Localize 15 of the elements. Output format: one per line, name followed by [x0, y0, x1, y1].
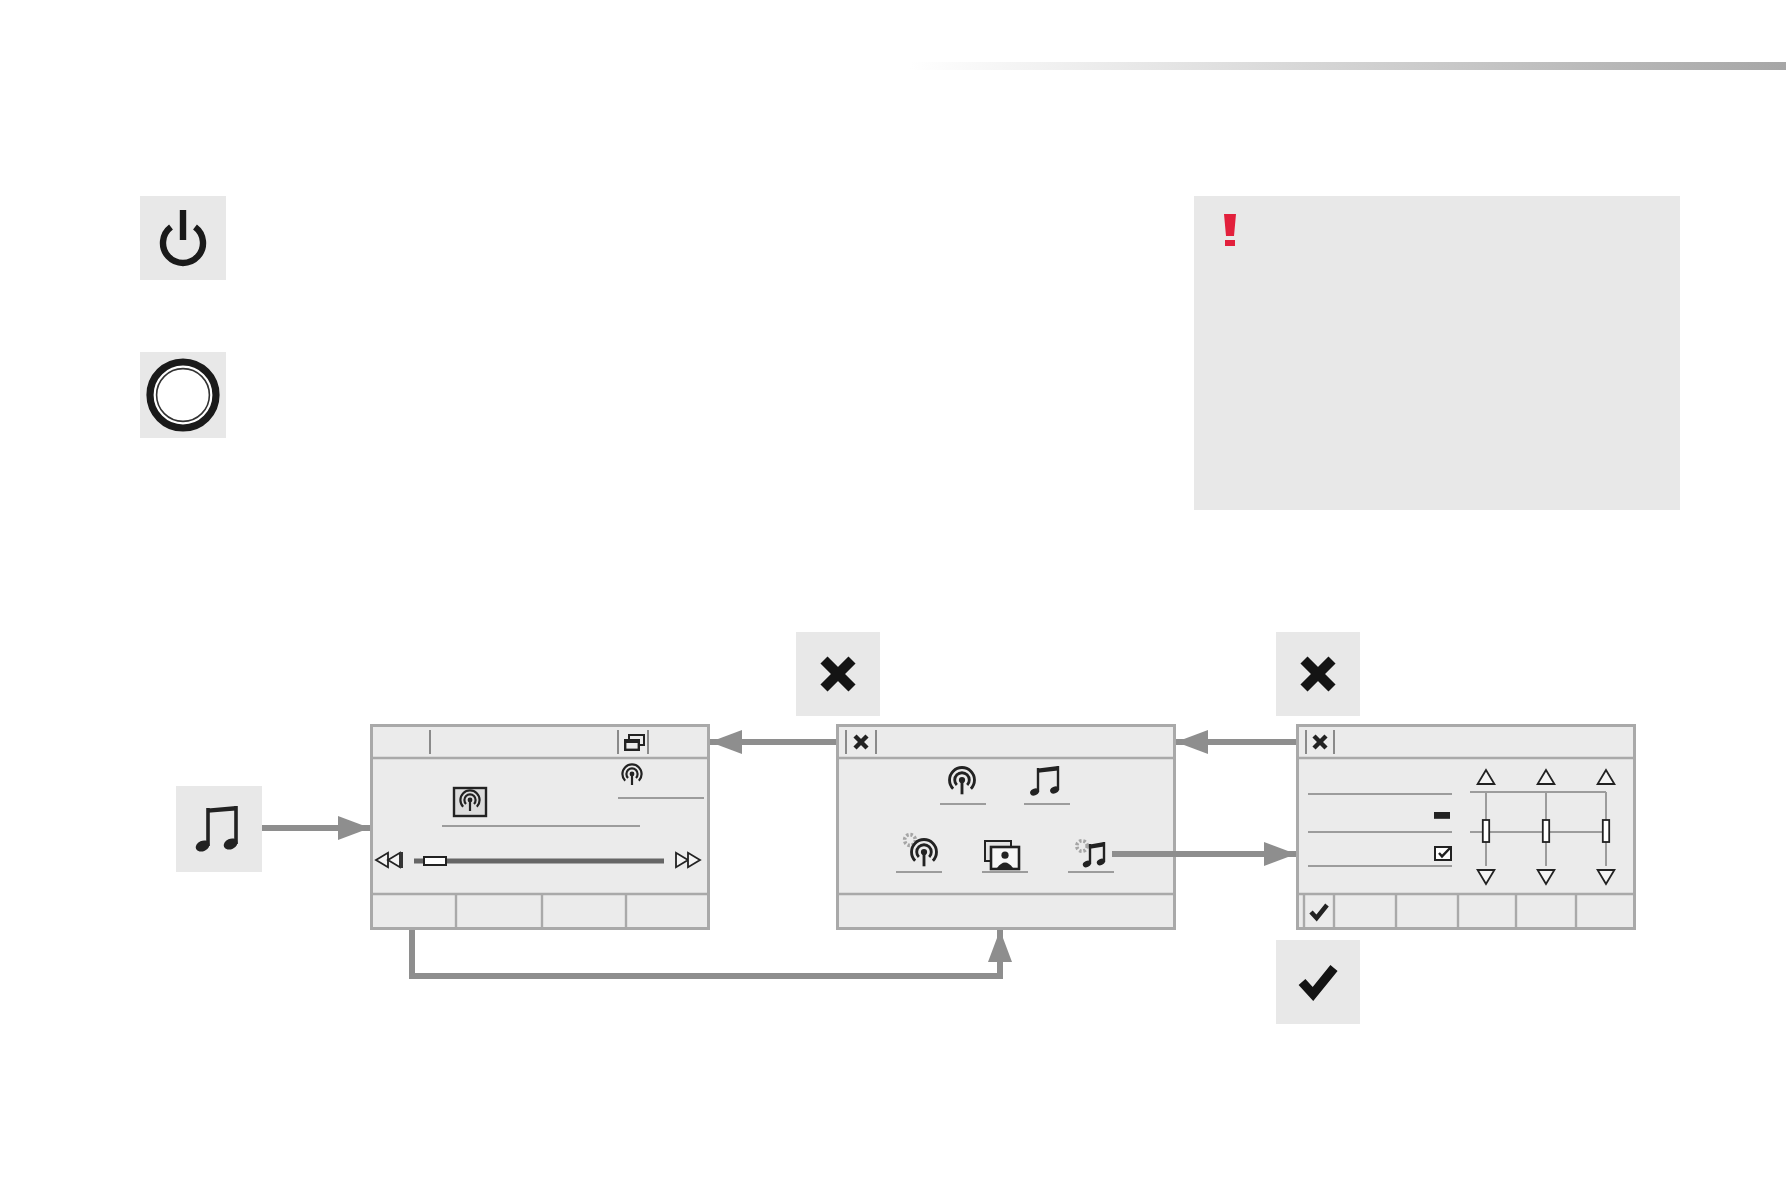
close-icon [796, 632, 880, 716]
screen-mockup [1296, 724, 1636, 930]
arrow [262, 816, 370, 840]
arrow [710, 730, 836, 754]
arrow [1112, 842, 1296, 866]
music-note-icon [176, 786, 262, 872]
screen-mockup [836, 724, 1176, 930]
screen-mockup [370, 724, 710, 930]
close-icon [1276, 632, 1360, 716]
arrow [1176, 730, 1296, 754]
check-icon [1276, 940, 1360, 1024]
arrow [409, 930, 1012, 979]
warning-panel [1194, 196, 1680, 510]
power-icon [140, 196, 226, 280]
ring-icon [140, 352, 226, 438]
